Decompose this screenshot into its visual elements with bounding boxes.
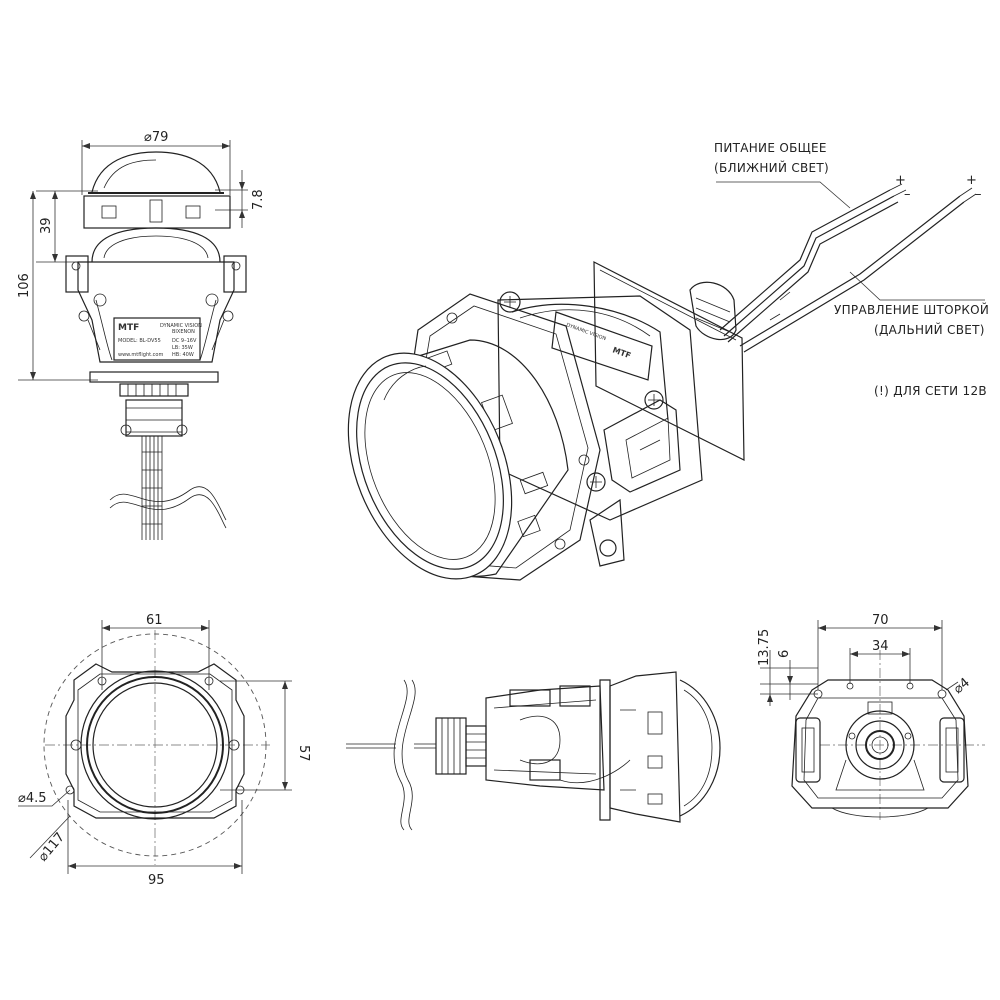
dim-bezel-vertical-spacing: 57 <box>296 745 311 762</box>
label-subseries: BIXENON <box>172 329 195 335</box>
front-bezel-view: 61 57 95 ⌀4.5 ⌀117 <box>18 613 311 888</box>
polarity-plus-2: + <box>966 173 977 188</box>
label-power-line2: (БЛИЖНИЙ СВЕТ) <box>714 160 829 175</box>
label-series: DYNAMIC VISION <box>160 323 202 329</box>
front-elevation-view: ⌀79 7.8 39 106 <box>17 130 266 540</box>
label-power: LB: 35W <box>172 345 193 351</box>
label-shutter-line2: (ДАЛЬНИЙ СВЕТ) <box>874 322 985 337</box>
iso-label-series: DYNAMIC VISION <box>565 322 607 342</box>
label-shutter-line1: УПРАВЛЕНИЕ ШТОРКОЙ <box>834 302 989 317</box>
polarity-minus-1: – <box>904 187 911 202</box>
dim-rear-offset-large: 13.75 <box>757 629 772 666</box>
dim-rear-offset-small: 6 <box>777 650 792 658</box>
label-power-line1: ПИТАНИЕ ОБЩЕЕ <box>714 141 827 155</box>
label-power-hb: HB: 40W <box>172 352 194 358</box>
dim-bezel-hole-spacing: 61 <box>146 613 163 628</box>
label-network-note: (!) ДЛЯ СЕТИ 12В <box>874 384 987 398</box>
rear-view: 70 34 13.75 6 ⌀4 <box>757 613 985 820</box>
dim-bezel-hole-diameter: ⌀4.5 <box>18 791 47 806</box>
dim-rear-inner-spacing: 34 <box>872 639 889 654</box>
isometric-view: ПИТАНИЕ ОБЩЕЕ (БЛИЖНИЙ СВЕТ) УПРАВЛЕНИЕ … <box>347 141 989 581</box>
label-brand: MTF <box>118 323 139 333</box>
iso-label-brand: MTF <box>611 345 632 360</box>
dim-rear-width: 70 <box>872 613 889 628</box>
dim-front-diameter: ⌀79 <box>144 130 168 145</box>
side-view <box>346 671 721 831</box>
dim-front-total-height: 106 <box>17 273 32 298</box>
label-voltage: DC 9–16V <box>172 338 197 344</box>
label-site: www.mtflight.com <box>118 352 163 358</box>
dim-bezel-width: 95 <box>148 873 165 888</box>
polarity-plus-1: + <box>895 173 906 188</box>
dim-front-top-height: 39 <box>39 217 54 234</box>
label-model: MODEL: BL-DV55 <box>118 338 161 344</box>
polarity-minus-2: – <box>975 187 982 202</box>
dim-front-lip: 7.8 <box>251 189 266 210</box>
dim-rear-hole-diameter: ⌀4 <box>951 675 973 697</box>
